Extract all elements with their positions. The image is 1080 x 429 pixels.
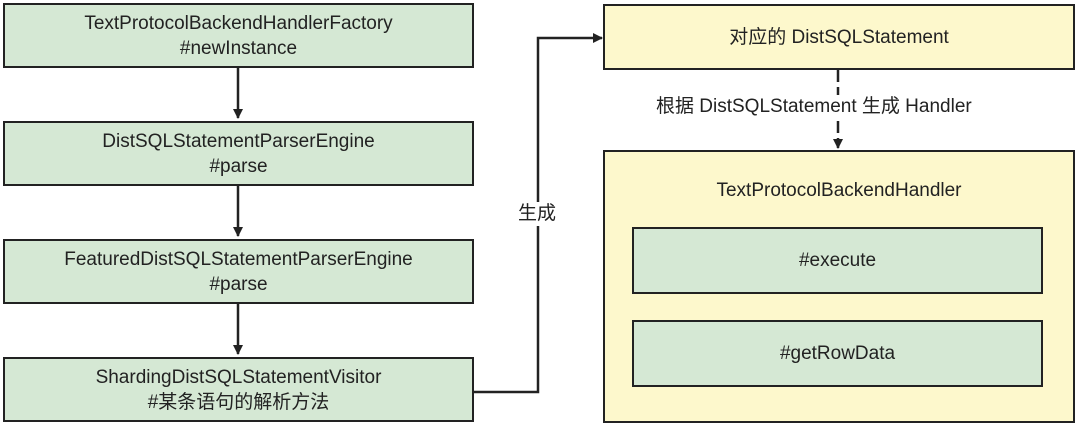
visitor-method-text: #某条语句的解析方法 (147, 391, 330, 413)
featured-engine-method-text: #parse (209, 273, 268, 295)
factory-new-instance-box: TextProtocolBackendHandlerFactory #newIn… (3, 3, 474, 68)
parser-engine-class-text: DistSQLStatementParserEngine (102, 130, 375, 152)
visitor-class-text: ShardingDistSQLStatementVisitor (95, 366, 382, 388)
factory-class-text: TextProtocolBackendHandlerFactory (84, 12, 393, 34)
dist-sql-statement-box: 对应的 DistSQLStatement (603, 4, 1075, 70)
dist-sql-statement-text: 对应的 DistSQLStatement (729, 26, 949, 48)
execute-method-text: #execute (798, 250, 877, 271)
factory-method-text: #newInstance (179, 37, 298, 59)
featured-parser-engine-parse-box: FeaturedDistSQLStatementParserEngine #pa… (3, 239, 474, 304)
parser-engine-parse-box: DistSQLStatementParserEngine #parse (3, 121, 474, 186)
get-row-data-method-text: #getRowData (779, 343, 896, 364)
sharding-visitor-box: ShardingDistSQLStatementVisitor #某条语句的解析… (3, 357, 474, 422)
featured-engine-class-text: FeaturedDistSQLStatementParserEngine (64, 248, 413, 270)
backend-handler-title: TextProtocolBackendHandler (716, 180, 962, 201)
get-row-data-method-box: #getRowData (632, 320, 1043, 387)
execute-method-box: #execute (632, 227, 1043, 294)
handler-generation-label: 根据 DistSQLStatement 生成 Handler (652, 95, 976, 119)
parser-engine-method-text: #parse (209, 155, 268, 177)
generate-label: 生成 (518, 202, 557, 226)
